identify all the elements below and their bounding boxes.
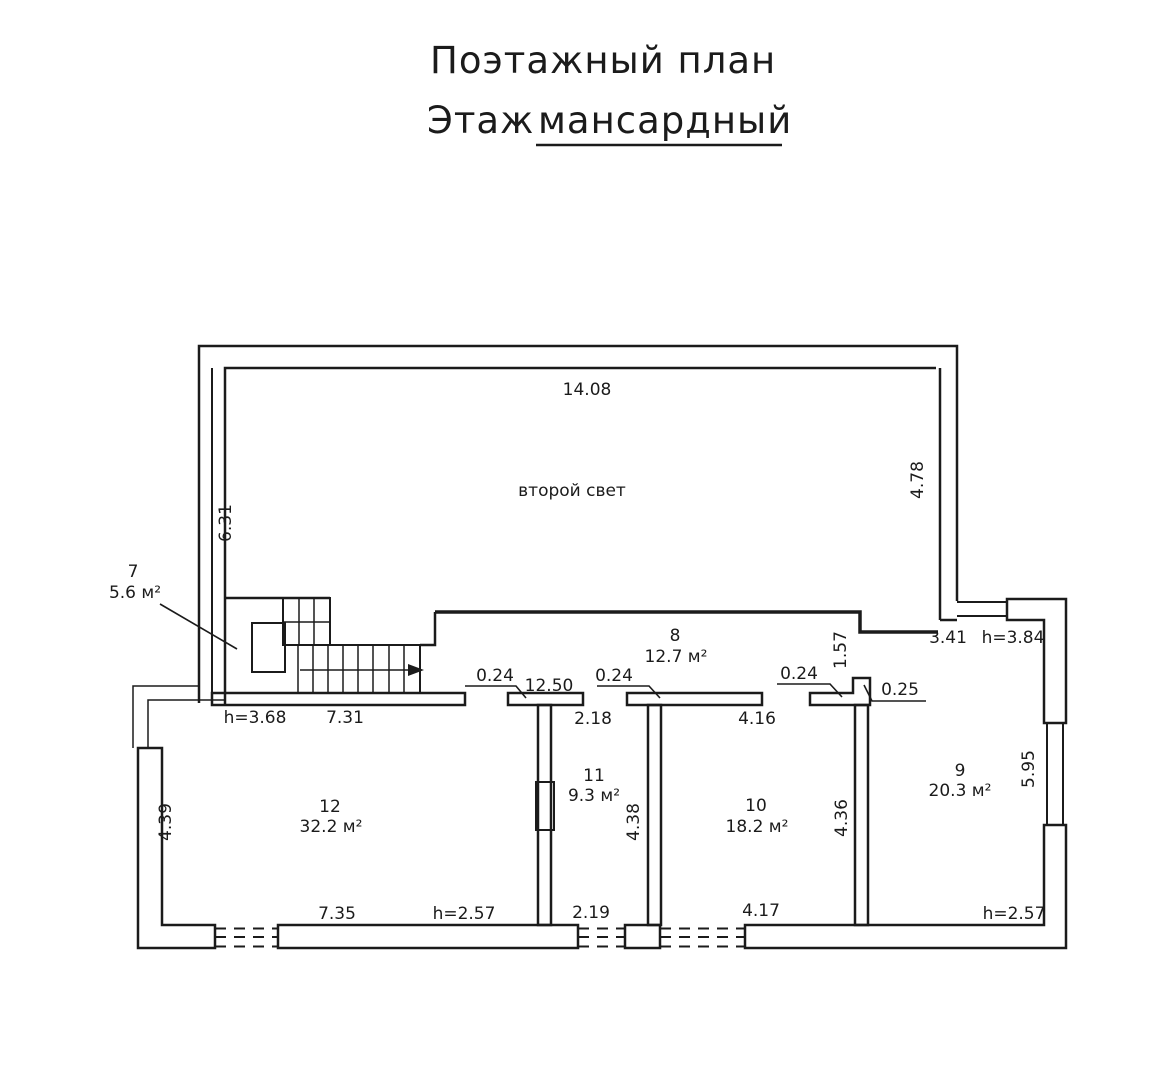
plan-title-floor-type: мансардный (538, 99, 792, 142)
room10-area: 18.2 м² (726, 817, 789, 837)
room8-area: 12.7 м² (645, 647, 708, 667)
window-top-right (957, 601, 1007, 617)
dim-room10-bottom: 4.17 (742, 901, 780, 921)
dim-room9-top-width: 3.41 (929, 628, 967, 648)
room7-number: 7 (128, 562, 139, 582)
wall-partition-10-9 (853, 703, 870, 927)
wall-second-light-inner (223, 366, 936, 705)
stair-landing (251, 622, 286, 673)
label-second-light: второй свет (518, 481, 626, 501)
dim-stair-ceiling: h=3.68 (224, 708, 287, 728)
plan-title-line1: Поэтажный план (430, 39, 776, 82)
wall-bottom-right-corner (743, 823, 1068, 950)
dim-room11-bottom: 2.19 (572, 903, 610, 923)
wall-corridor-top (435, 610, 938, 634)
dim-room12-ceiling: h=2.57 (433, 904, 496, 924)
stair-direction-arrow (408, 664, 424, 676)
wall-bottom-room12 (276, 923, 580, 950)
dim-room9-right: 5.95 (1019, 750, 1039, 788)
leader-wall-b (597, 685, 661, 699)
window-room9-right (1046, 723, 1064, 825)
wall-second-light-outer (197, 344, 959, 703)
room9-area: 20.3 м² (929, 781, 992, 801)
dim-wall-a: 0.24 (476, 666, 514, 686)
opening-dashed-room11 (578, 927, 625, 948)
dim-right-height: 4.78 (908, 461, 928, 499)
wall-cap-room9-left (808, 676, 872, 707)
dim-wall-c: 0.24 (780, 664, 818, 684)
opening-dashed-left (215, 927, 278, 948)
wall-bottom-pillar (623, 923, 662, 950)
room10-number: 10 (745, 796, 767, 816)
room7-area: 5.6 м² (109, 583, 161, 603)
dim-left-height: 6.31 (216, 504, 236, 542)
wall-left-bottom-corner (136, 746, 217, 950)
dim-wall-d: 0.25 (881, 680, 919, 700)
room12-area: 32.2 м² (300, 817, 363, 837)
leader-wall-a (465, 685, 527, 699)
dim-door-room10: 4.16 (738, 709, 776, 729)
dim-room9-ceiling-low: h=2.57 (983, 904, 1046, 924)
wall-stair-bottom (210, 691, 467, 707)
wall-partition-12-11 (536, 703, 553, 927)
dim-stair-width: 7.31 (326, 708, 364, 728)
stair-corridor-step (420, 612, 437, 647)
dim-corridor-length: 12.50 (525, 676, 574, 696)
wall-room9-top-right (1005, 597, 1068, 725)
room11-area: 9.3 м² (568, 786, 620, 806)
room8-number: 8 (670, 626, 681, 646)
wall-partition-11-10 (646, 703, 663, 927)
room12-number: 12 (319, 797, 341, 817)
room11-number: 11 (583, 766, 605, 786)
plan-title-floor-word: Этаж (427, 99, 534, 142)
dim-passage: 1.57 (831, 631, 851, 669)
stair-lower-treads (297, 645, 405, 693)
leader-wall-c (777, 683, 843, 698)
dim-room10-right: 4.36 (832, 799, 852, 837)
stair-lower-flight-outline (283, 644, 421, 693)
window-corner-top-left (132, 685, 225, 748)
dim-room11-right: 4.38 (624, 803, 644, 841)
wall-fixture-flue (535, 781, 555, 831)
wall-cap-room10-left (625, 691, 764, 707)
opening-dashed-room10 (660, 927, 745, 948)
dim-door-room11: 2.18 (574, 709, 612, 729)
leader-room7 (159, 603, 238, 650)
dim-wall-b: 0.24 (595, 666, 633, 686)
leader-wall-d (863, 684, 926, 702)
dim-room12-left: 4.39 (156, 803, 176, 841)
dim-room12-bottom: 7.35 (318, 904, 356, 924)
room9-number: 9 (955, 761, 966, 781)
stair-upper-treads (283, 598, 330, 645)
dim-top-width: 14.08 (563, 380, 612, 400)
wall-second-light-right-inner (938, 368, 957, 622)
dim-room9-ceiling: h=3.84 (982, 628, 1045, 648)
